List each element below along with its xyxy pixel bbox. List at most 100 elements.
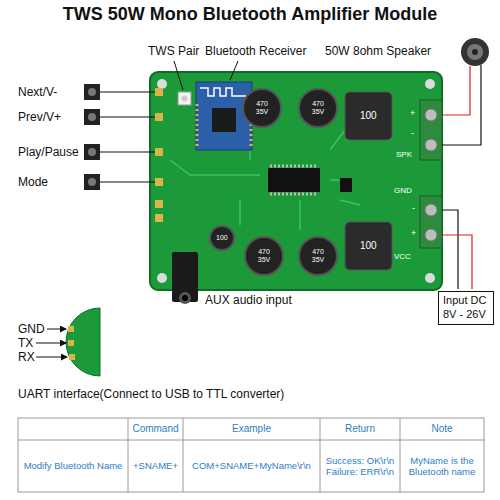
box-text: Input DC 8V - 26V bbox=[443, 294, 489, 322]
capacitor-marking: 100 bbox=[216, 234, 228, 242]
table-cell: MyName is the Bluetooth name bbox=[400, 440, 484, 492]
pcb-trace bbox=[250, 140, 360, 205]
header-pin bbox=[155, 178, 163, 186]
capacitor-marking: 470 35V bbox=[252, 248, 276, 263]
capacitor bbox=[299, 89, 337, 127]
table-header: Return bbox=[320, 418, 400, 440]
pin-name: GND bbox=[18, 322, 45, 336]
capacitor-marking: 470 35V bbox=[250, 100, 274, 115]
push-button-cap bbox=[88, 148, 96, 156]
speaker-terminal bbox=[420, 100, 442, 160]
command-table bbox=[18, 418, 484, 492]
table-header: Example bbox=[183, 418, 320, 440]
pin-name: RX bbox=[18, 350, 35, 364]
uart-arrow bbox=[36, 357, 67, 358]
uart-arrow bbox=[47, 329, 66, 330]
uart-board-detail bbox=[66, 308, 100, 376]
push-button bbox=[84, 84, 100, 100]
inductor-marking: 100 bbox=[360, 110, 377, 122]
header-pin bbox=[155, 88, 163, 96]
capacitor bbox=[243, 89, 281, 127]
uart-pin bbox=[68, 326, 74, 332]
silkscreen-label: SPK bbox=[396, 150, 412, 160]
button-label: Play/Pause bbox=[18, 145, 79, 159]
leader-line bbox=[174, 61, 183, 90]
leader-line bbox=[230, 61, 238, 80]
part-label: 50W 8ohm Speaker bbox=[325, 44, 431, 58]
push-button bbox=[84, 109, 100, 125]
silkscreen-label: VCC bbox=[394, 252, 411, 262]
chip-pins bbox=[270, 166, 318, 194]
button-wire bbox=[100, 92, 155, 182]
mount-hole bbox=[157, 273, 167, 283]
terminal-box: Input DC 8V - 26V bbox=[438, 291, 494, 325]
bluetooth-chip bbox=[212, 108, 236, 132]
aux-jack-hole bbox=[182, 295, 188, 301]
push-button bbox=[84, 174, 100, 190]
terminal-screw bbox=[425, 109, 437, 121]
mount-hole bbox=[425, 273, 435, 283]
push-button bbox=[84, 144, 100, 160]
push-button-cap bbox=[88, 178, 96, 186]
antenna-trace bbox=[200, 88, 246, 96]
part-label: AUX audio input bbox=[205, 293, 292, 307]
header-pin bbox=[155, 113, 163, 121]
inductor bbox=[345, 92, 392, 140]
uart-arrow bbox=[36, 343, 66, 344]
capacitor bbox=[245, 237, 283, 275]
inductor bbox=[345, 222, 392, 270]
push-button-cap bbox=[88, 113, 96, 121]
part-label: TWS Pair bbox=[148, 44, 199, 58]
capacitor bbox=[299, 237, 337, 275]
button-label: Prev/V+ bbox=[18, 110, 61, 124]
table-header: Command bbox=[128, 418, 183, 440]
speaker-wire bbox=[442, 66, 470, 115]
button-label: Mode bbox=[18, 175, 48, 189]
table-header: Note bbox=[400, 418, 484, 440]
table-cell: Success: OK\r\n Failure: ERR\r\n bbox=[320, 440, 400, 492]
table-grid bbox=[18, 418, 484, 492]
bluetooth-module bbox=[196, 82, 252, 150]
button-label: Next/V- bbox=[18, 85, 57, 99]
terminal-screw bbox=[425, 229, 437, 241]
capacitor-marking: 470 35V bbox=[306, 100, 330, 115]
speaker-cone bbox=[467, 44, 483, 60]
header-pin bbox=[155, 200, 163, 208]
mount-hole bbox=[425, 79, 435, 89]
pin-name: TX bbox=[18, 336, 33, 350]
capacitor bbox=[210, 226, 234, 250]
power-terminal bbox=[420, 196, 442, 248]
silkscreen-label: + bbox=[410, 108, 415, 119]
mount-hole bbox=[157, 79, 167, 89]
aux-jack-hole bbox=[179, 292, 191, 304]
power-wire bbox=[442, 210, 458, 289]
header-pin bbox=[155, 214, 163, 222]
diagram-title: TWS 50W Mono Bluetooth Amplifier Module bbox=[0, 4, 500, 26]
tws-button-cap bbox=[182, 96, 188, 102]
table-cell: COM+SNAME+MyName\r\n bbox=[183, 440, 320, 492]
uart-pin bbox=[69, 354, 75, 360]
silkscreen-label: - bbox=[411, 128, 414, 139]
capacitor-marking: 470 35V bbox=[306, 248, 330, 263]
uart-pin bbox=[68, 340, 74, 346]
silkscreen-label: + bbox=[411, 228, 416, 239]
terminal-screw bbox=[425, 139, 437, 151]
silkscreen-label: GND bbox=[394, 186, 412, 196]
speaker-icon bbox=[461, 38, 489, 66]
part-label: Bluetooth Receiver bbox=[205, 44, 306, 58]
diode bbox=[340, 178, 352, 192]
speaker-center bbox=[472, 49, 478, 55]
terminal-screw bbox=[425, 204, 437, 216]
push-button-cap bbox=[88, 88, 96, 96]
header-pin bbox=[155, 148, 163, 156]
table-cell: +SNAME+ bbox=[128, 440, 183, 492]
table-cell: Modify Bluetooth Name bbox=[18, 440, 128, 492]
power-wire bbox=[442, 235, 472, 289]
inductor-marking: 100 bbox=[360, 240, 377, 252]
note-text: UART interface(Connect to USB to TTL con… bbox=[18, 387, 284, 401]
amplifier-chip bbox=[268, 168, 320, 192]
tws-button bbox=[178, 92, 191, 105]
speaker-wire bbox=[442, 65, 481, 145]
